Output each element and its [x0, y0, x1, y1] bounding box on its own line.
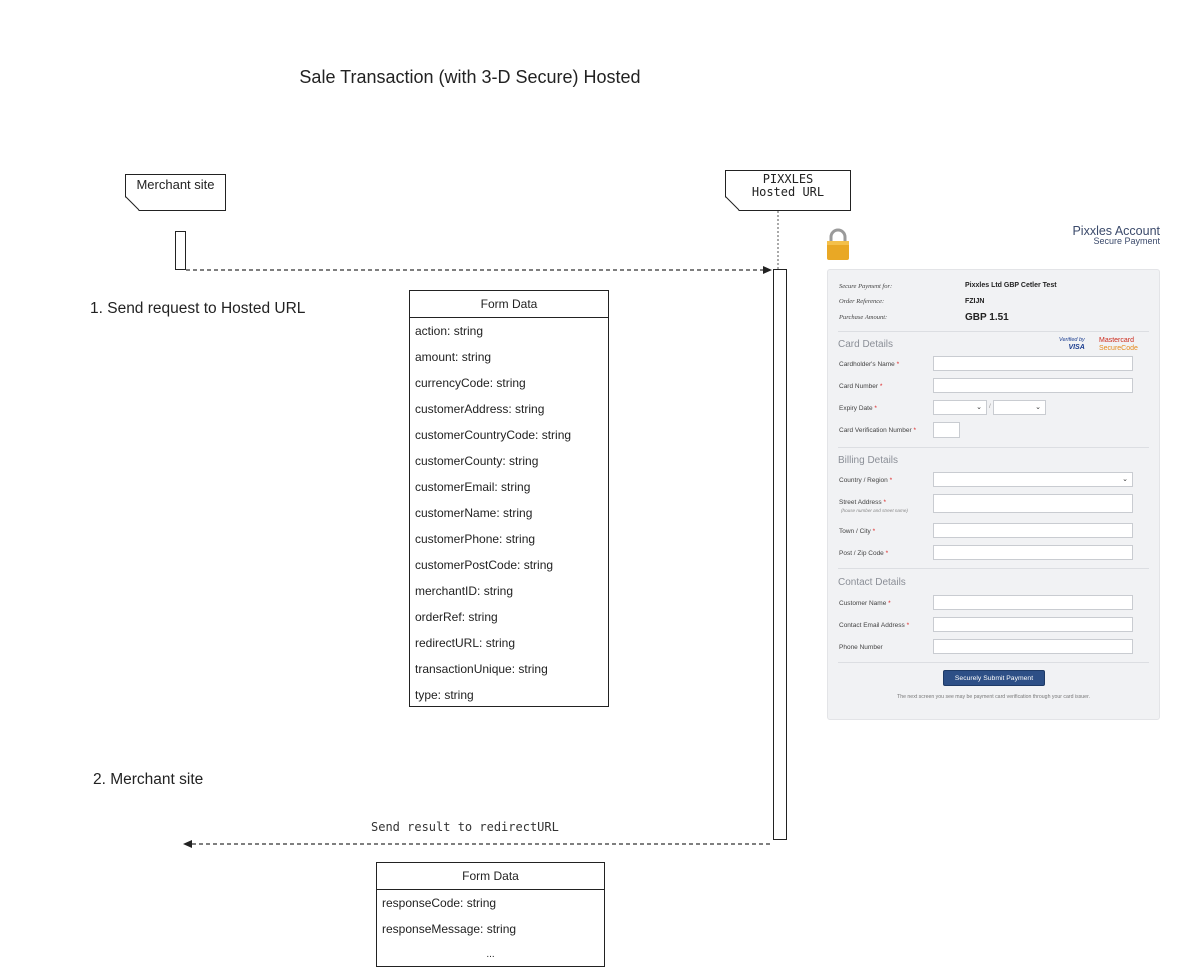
pixxles-actor: PIXXLES Hosted URL	[725, 170, 851, 211]
pixxles-activation-bar	[773, 269, 787, 840]
note-fold-corner	[725, 197, 739, 211]
mastercard-text: Mastercard	[1099, 337, 1135, 344]
form-field-row: orderRef: string	[415, 610, 498, 624]
request-form-header: Form Data	[410, 291, 608, 318]
form-field-row: ...	[486, 949, 495, 960]
chevron-down-icon: ⌄	[1035, 404, 1041, 411]
response-form-header: Form Data	[377, 863, 604, 890]
divider	[838, 331, 1149, 332]
divider	[838, 447, 1149, 448]
order-ref-value: FZIJN	[965, 298, 985, 305]
country-select[interactable]: ⌄	[933, 472, 1133, 487]
note-fold-icon	[125, 196, 140, 211]
mastercard-securecode-logo: Mastercard SecureCode	[1099, 337, 1138, 353]
request-arrow-head	[763, 266, 772, 274]
merchant-activation-bar	[175, 231, 186, 270]
card-number-input[interactable]	[933, 378, 1133, 393]
cardholder-name-input[interactable]	[933, 356, 1133, 371]
purchase-amount-value: GBP 1.51	[965, 312, 1009, 323]
pixxles-label-line2: Hosted URL	[751, 185, 825, 199]
chevron-down-icon: ⌄	[1122, 476, 1128, 483]
expiry-date-label: Expiry Date *	[839, 405, 877, 412]
account-heading: Pixxles Account Secure Payment	[1072, 224, 1160, 246]
note-fold-corner	[125, 197, 139, 211]
card-details-heading: Card Details	[838, 339, 894, 350]
card-number-label: Card Number *	[839, 383, 883, 390]
payment-footer-note: The next screen you see may be payment c…	[897, 694, 1090, 700]
street-address-hint: (house number and street name)	[841, 508, 908, 513]
form-field-row: customerPhone: string	[415, 532, 536, 546]
form-field-row: responseMessage: string	[382, 922, 517, 936]
phone-number-input[interactable]	[933, 639, 1133, 654]
return-arrow-head	[183, 840, 192, 848]
town-city-input[interactable]	[933, 523, 1133, 538]
postcode-input[interactable]	[933, 545, 1133, 560]
secure-payment-for-value: Pixxles Ltd GBP Cetler Test	[965, 282, 1057, 289]
expiry-year-select[interactable]: ⌄	[993, 400, 1046, 415]
secure-payment-for-label: Secure Payment for:	[839, 283, 893, 290]
postcode-label: Post / Zip Code *	[839, 550, 889, 557]
padlock-icon	[827, 228, 849, 260]
step-2-label: 2. Merchant site	[93, 771, 204, 788]
form-field-row: redirectURL: string	[415, 636, 516, 650]
phone-number-label: Phone Number	[839, 644, 883, 651]
street-address-label: Street Address *	[839, 499, 886, 506]
form-field-row: currencyCode: string	[415, 376, 526, 390]
street-address-input[interactable]	[933, 494, 1133, 513]
customer-name-input[interactable]	[933, 595, 1133, 610]
customer-name-label: Customer Name *	[839, 600, 891, 607]
contact-details-heading: Contact Details	[838, 577, 906, 588]
cardholder-name-label: Cardholder's Name *	[839, 361, 900, 368]
note-fold-icon	[725, 196, 740, 211]
form-field-row: merchantID: string	[415, 584, 514, 598]
form-field-row: customerCounty: string	[415, 454, 539, 468]
securecode-text: SecureCode	[1099, 345, 1138, 352]
contact-email-label: Contact Email Address *	[839, 622, 910, 629]
order-ref-label: Order Reference:	[839, 298, 885, 305]
expiry-separator: /	[989, 403, 991, 410]
step-1-label: 1. Send request to Hosted URL	[90, 300, 306, 317]
response-form-rows: responseCode: string responseMessage: str…	[377, 890, 604, 968]
pixxles-label-line1: PIXXLES	[762, 172, 814, 186]
merchant-site-label: Merchant site	[136, 177, 215, 192]
cvn-label: Card Verification Number *	[839, 427, 916, 434]
form-field-row: customerEmail: string	[415, 480, 531, 494]
account-subtitle: Secure Payment	[1093, 236, 1160, 246]
divider	[838, 662, 1149, 663]
form-field-row: customerAddress: string	[415, 402, 545, 416]
form-field-row: customerCountryCode: string	[415, 428, 572, 442]
return-message-label: Send result to redirectURL	[371, 820, 559, 834]
diagram-title: Sale Transaction (with 3-D Secure) Hoste…	[299, 67, 641, 87]
country-label: Country / Region *	[839, 477, 893, 484]
visa-text: VISA	[1068, 344, 1085, 351]
request-form-rows: action: string amount: string currencyCode…	[410, 318, 608, 708]
form-field-row: amount: string	[415, 350, 492, 364]
purchase-amount-label: Purchase Amount:	[839, 314, 888, 321]
form-field-row: action: string	[415, 324, 484, 338]
verified-by-visa-logo: Verified by VISA	[1059, 337, 1085, 351]
form-field-row: transactionUnique: string	[415, 662, 548, 676]
expiry-month-select[interactable]: ⌄	[933, 400, 987, 415]
merchant-site-actor: Merchant site	[125, 174, 226, 211]
response-form-data-box: Form Data responseCode: string responseMe…	[376, 862, 605, 967]
form-field-row: type: string	[415, 688, 474, 702]
contact-email-input[interactable]	[933, 617, 1133, 632]
cvn-input[interactable]	[933, 422, 960, 438]
chevron-down-icon: ⌄	[976, 404, 982, 411]
billing-details-heading: Billing Details	[838, 455, 899, 466]
divider	[838, 568, 1149, 569]
account-title: Pixxles Account	[1072, 224, 1160, 238]
request-form-data-box: Form Data action: string amount: string cu…	[409, 290, 609, 707]
town-city-label: Town / City *	[839, 528, 876, 535]
form-field-row: customerPostCode: string	[415, 558, 554, 572]
form-field-row: customerName: string	[415, 506, 533, 520]
payment-page-panel: Secure Payment for: Pixxles Ltd GBP Cetl…	[827, 269, 1160, 720]
form-field-row: responseCode: string	[382, 896, 497, 910]
verified-by-text: Verified by	[1059, 337, 1085, 343]
securely-submit-payment-button[interactable]: Securely Submit Payment	[943, 670, 1045, 686]
